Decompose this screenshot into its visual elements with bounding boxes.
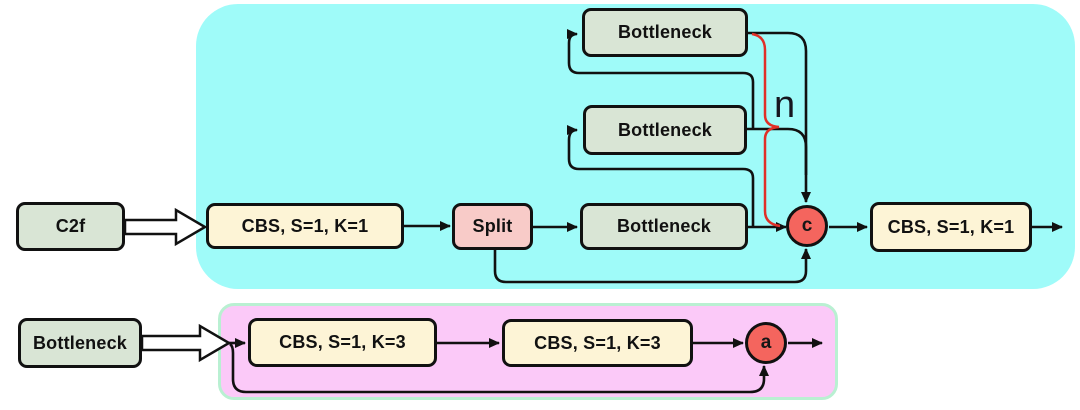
- add-node-label: a: [760, 332, 772, 353]
- cbs1-label: CBS, S=1, K=3: [279, 332, 406, 352]
- line-top-bottleneck-to-concat: [748, 31, 811, 203]
- bottleneck-top-box: Bottleneck: [582, 8, 748, 57]
- concat-node-label: c: [801, 215, 813, 236]
- loop-bottom-to-middle: [566, 125, 755, 226]
- cbs-in-box: CBS, S=1, K=1: [206, 203, 404, 249]
- repeat-count-label: n: [774, 84, 796, 126]
- split-label: Split: [472, 216, 513, 236]
- cbs-in-label: CBS, S=1, K=1: [241, 215, 369, 236]
- line-mid-bottleneck-to-concat: [747, 127, 808, 175]
- cbs-out-label: CBS, S=1, K=1: [887, 216, 1015, 237]
- block-arrow-bottleneck-icon: [140, 323, 232, 363]
- bottleneck-middle-box: Bottleneck: [583, 105, 747, 155]
- cbs2-box: CBS, S=1, K=3: [502, 319, 693, 367]
- line-split-bypass-to-concat: [493, 248, 811, 284]
- add-node: a: [745, 322, 787, 364]
- loop-middle-to-top: [566, 29, 755, 128]
- c2f-module-label: C2f: [55, 216, 86, 236]
- repeat-brace: [751, 32, 781, 228]
- c2f-module-box: C2f: [16, 202, 125, 251]
- line-residual-bypass-to-add: [229, 342, 769, 394]
- bottleneck-bottom-label: Bottleneck: [616, 216, 712, 236]
- block-arrow-c2f-icon: [123, 207, 208, 247]
- cbs-out-box: CBS, S=1, K=1: [870, 202, 1032, 252]
- cbs1-box: CBS, S=1, K=3: [248, 318, 437, 367]
- bottleneck-bottom-box: Bottleneck: [580, 203, 748, 250]
- bottleneck-module-label: Bottleneck: [32, 332, 128, 353]
- bottleneck-middle-label: Bottleneck: [617, 119, 713, 140]
- bottleneck-module-box: Bottleneck: [18, 318, 142, 368]
- split-box: Split: [452, 203, 533, 250]
- concat-node: c: [786, 205, 828, 247]
- cbs2-label: CBS, S=1, K=3: [534, 332, 661, 353]
- bottleneck-top-label: Bottleneck: [617, 22, 713, 42]
